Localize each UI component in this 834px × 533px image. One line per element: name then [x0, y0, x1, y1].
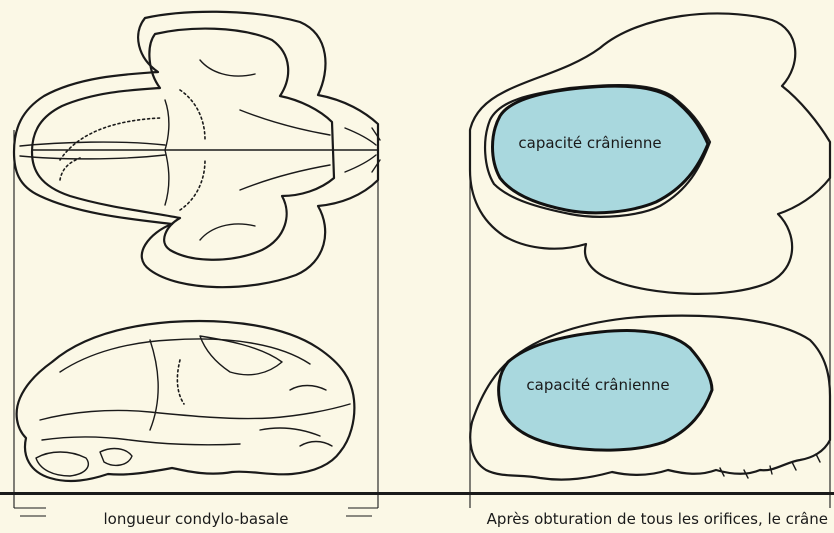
- skull-lateral-view: [17, 321, 355, 481]
- cavity-label-bottom: capacité crânienne: [526, 376, 669, 394]
- right-caption: Après obturation de tous les orifices, l…: [487, 510, 828, 528]
- cavity-label-top: capacité crânienne: [518, 134, 661, 152]
- caption-band: [0, 492, 834, 495]
- skull-dorsal-view: [14, 12, 380, 287]
- measure-frame: [14, 130, 378, 508]
- measure-caption: longueur condylo-basale: [103, 510, 288, 528]
